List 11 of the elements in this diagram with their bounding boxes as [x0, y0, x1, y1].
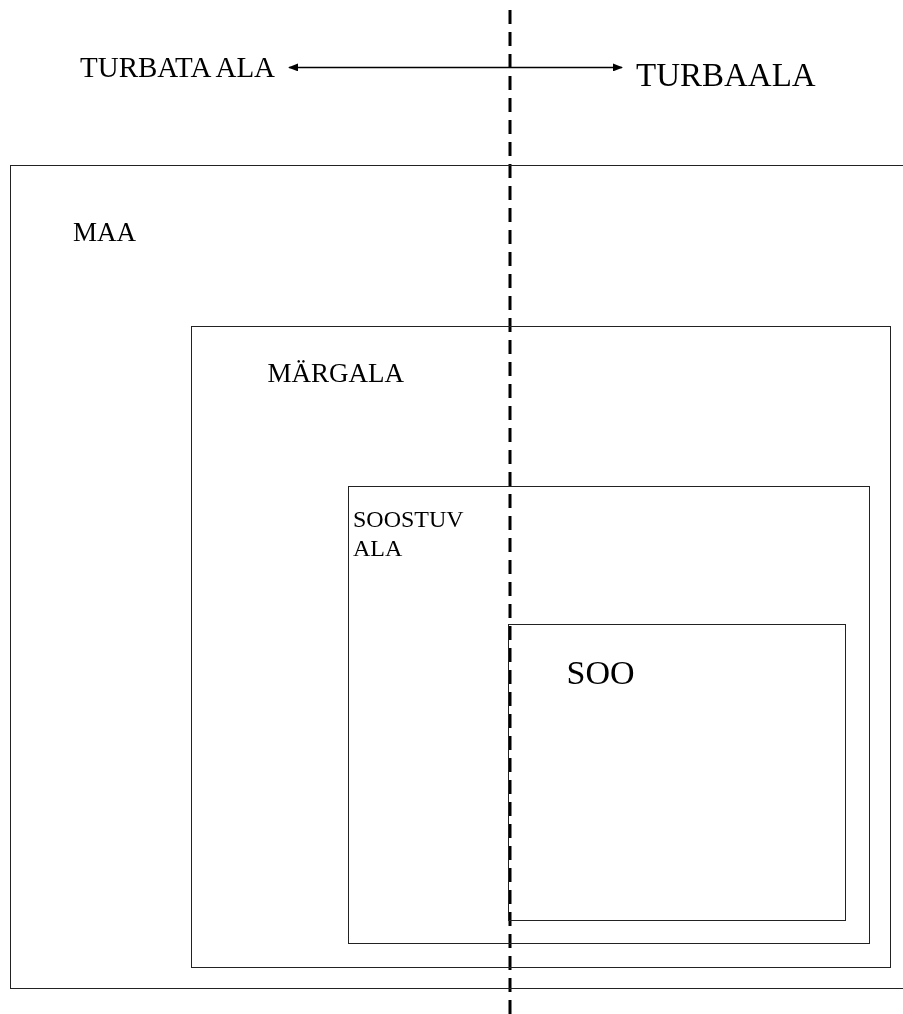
region-box	[10, 165, 903, 989]
zone-label: TURBATA ALA	[80, 50, 276, 85]
double-arrow	[288, 63, 623, 72]
region-label: MAA	[73, 216, 137, 249]
region-box	[507, 623, 846, 921]
zone-label: TURBAALA	[636, 56, 816, 96]
region-label: MÄRGALA	[267, 356, 405, 389]
region-label: SOOSTUV ALA	[353, 505, 465, 563]
region-label: SOO	[566, 652, 636, 693]
region-box	[190, 325, 891, 968]
region-box	[348, 486, 870, 944]
